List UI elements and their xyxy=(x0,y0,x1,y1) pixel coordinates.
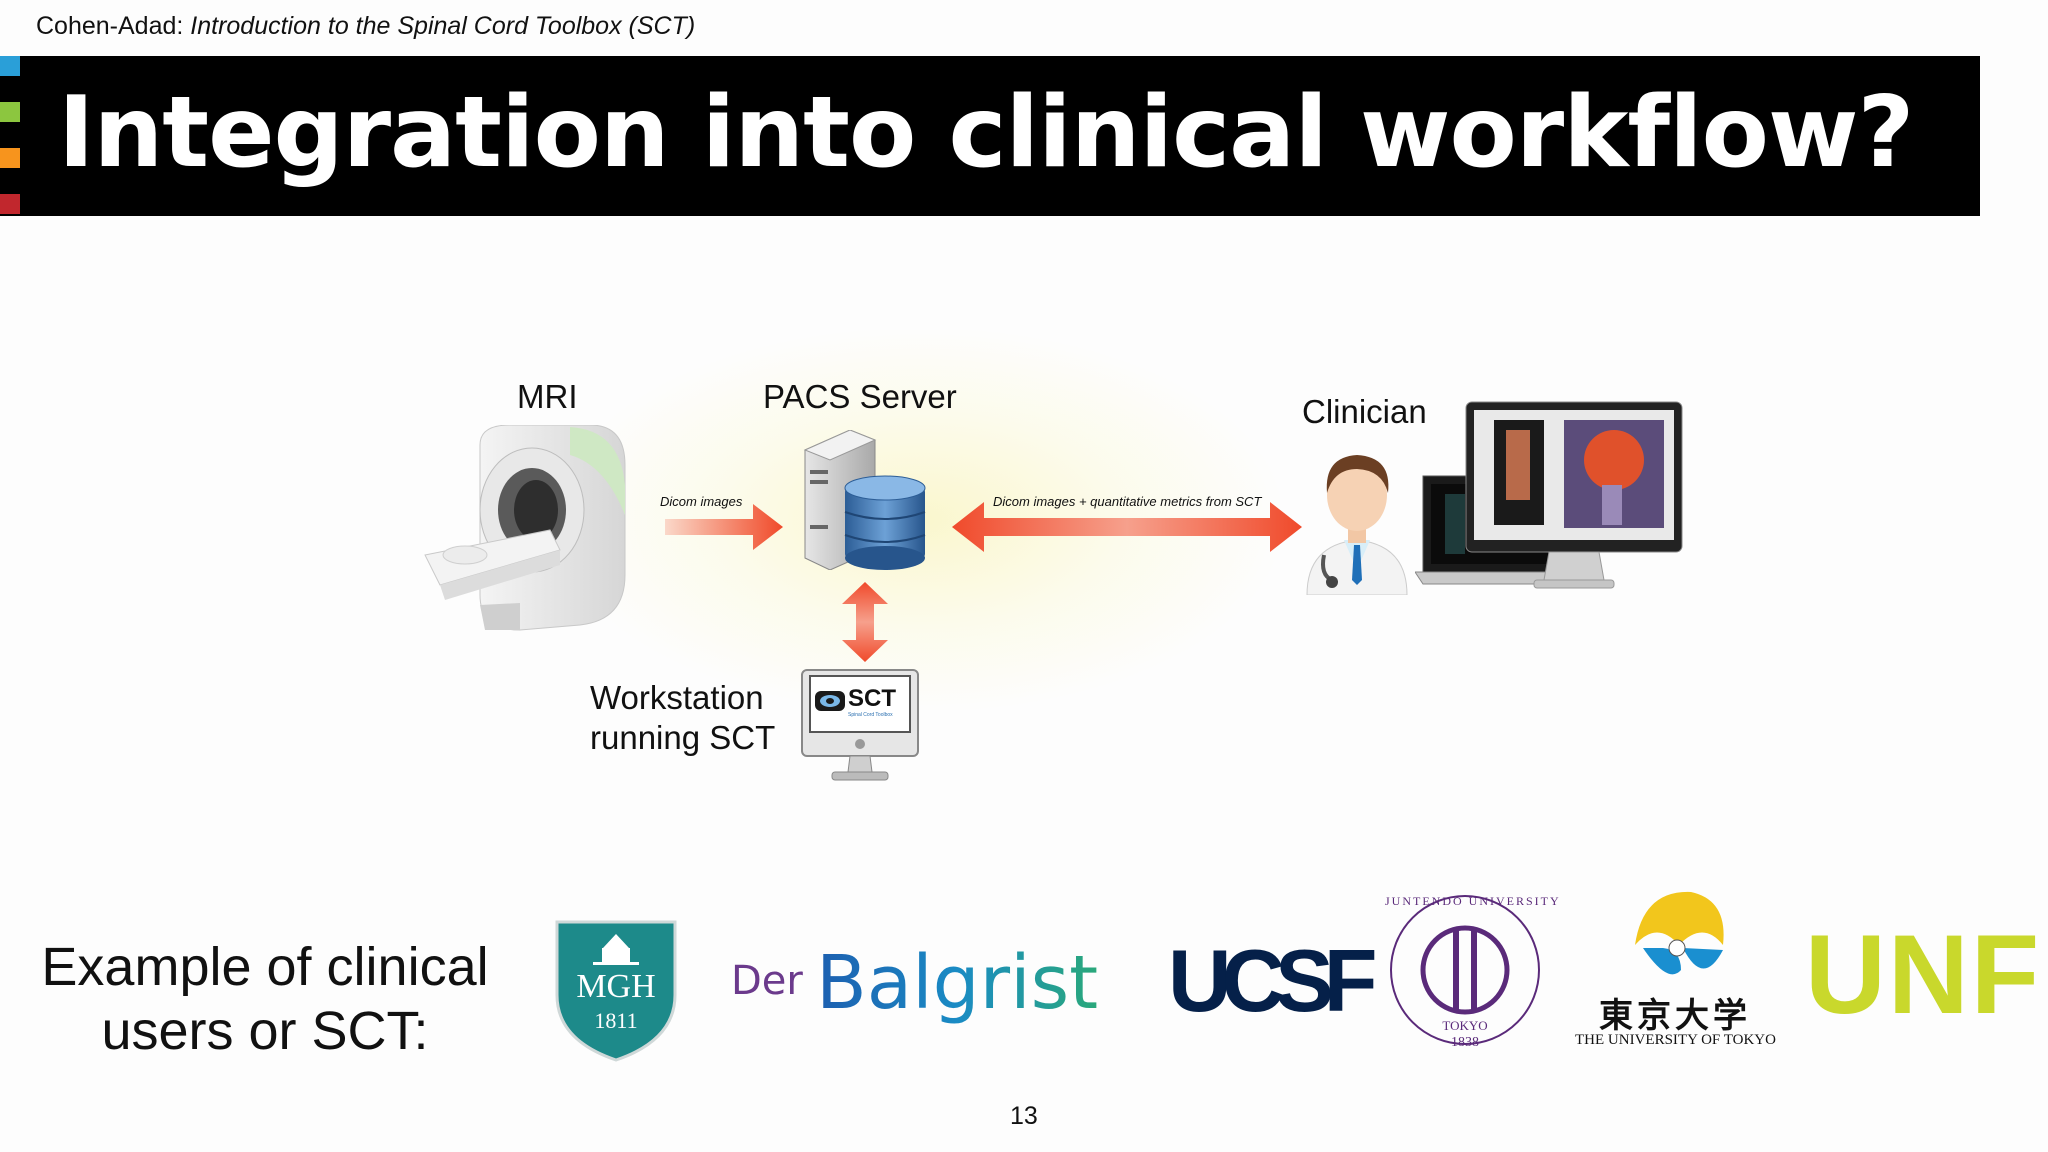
sct-screen-text: SCT xyxy=(848,685,896,712)
clinical-users-label-line2: users or SCT: xyxy=(101,1001,429,1061)
juntendo-emblem-icon xyxy=(1390,895,1540,1045)
ucsf-logo: UCSF xyxy=(1168,931,1378,1030)
accent-green xyxy=(0,102,20,122)
mgh-name: MGH xyxy=(576,968,656,1005)
balgrist-prefix: Der xyxy=(731,958,803,1004)
arrow2-label: Dicom images + quantitative metrics from… xyxy=(993,494,1262,509)
mri-scanner-icon xyxy=(424,425,626,631)
pacs-server-icon xyxy=(803,430,926,570)
arrow-mri-to-pacs xyxy=(665,504,783,550)
mri-label: MRI xyxy=(517,378,578,415)
unf-logo: UNF xyxy=(1805,912,2042,1037)
arrow-pacs-clinician xyxy=(952,502,1302,552)
juntendo-city: TOKYO xyxy=(1442,1018,1488,1033)
doctor-icon xyxy=(1306,455,1408,595)
workstation-label-line1: Workstation xyxy=(590,679,764,716)
juntendo-year: 1838 xyxy=(1451,1035,1479,1050)
workstation-label-line2: running SCT xyxy=(590,719,776,756)
accent-orange xyxy=(0,148,20,168)
balgrist-name: Balgrist xyxy=(816,940,1099,1026)
arrow-pacs-workstation xyxy=(842,582,888,662)
mgh-year: 1811 xyxy=(594,1008,638,1033)
clinical-users-label-line1: Example of clinical xyxy=(41,937,489,997)
tokyo-logo: 東京大学 THE UNIVERSITY OF TOKYO xyxy=(1575,890,1776,1055)
tokyo-kanji: 東京大学 xyxy=(1599,996,1751,1036)
arrow1-label: Dicom images xyxy=(660,494,743,509)
clinician-label: Clinician xyxy=(1302,393,1427,430)
mgh-logo: MGH 1811 xyxy=(555,920,677,1062)
tokyo-name: THE UNIVERSITY OF TOKYO xyxy=(1575,1032,1776,1048)
mgh-shield-icon xyxy=(555,920,677,1062)
sct-screen-subtext: Spinal Cord Toolbox xyxy=(848,712,893,718)
accent-red xyxy=(0,194,20,214)
juntendo-logo: JUNTENDO UNIVERSITY TOKYO 1838 xyxy=(1385,890,1561,1055)
header-course: Introduction to the Spinal Cord Toolbox … xyxy=(190,12,696,40)
header-author: Cohen-Adad: xyxy=(36,12,184,40)
juntendo-ring-text: JUNTENDO UNIVERSITY xyxy=(1385,894,1561,908)
pacs-label: PACS Server xyxy=(763,378,957,415)
header-citation: Cohen-Adad: Introduction to the Spinal C… xyxy=(36,12,695,41)
accent-blue xyxy=(0,56,20,76)
title-bar: Integration into clinical workflow? xyxy=(0,56,1980,216)
slide-title: Integration into clinical workflow? xyxy=(58,76,1914,190)
desktop-monitor-icon xyxy=(1465,401,1683,589)
workstation-label: Workstation running SCT xyxy=(590,678,775,758)
ginkgo-leaf-icon xyxy=(1635,891,1724,975)
page-number: 13 xyxy=(1010,1102,1038,1130)
workstation-monitor: SCT Spinal Cord Toolbox xyxy=(800,668,920,788)
clinical-users-label: Example of clinical users or SCT: xyxy=(40,935,490,1063)
sct-logo-icon xyxy=(815,691,845,711)
